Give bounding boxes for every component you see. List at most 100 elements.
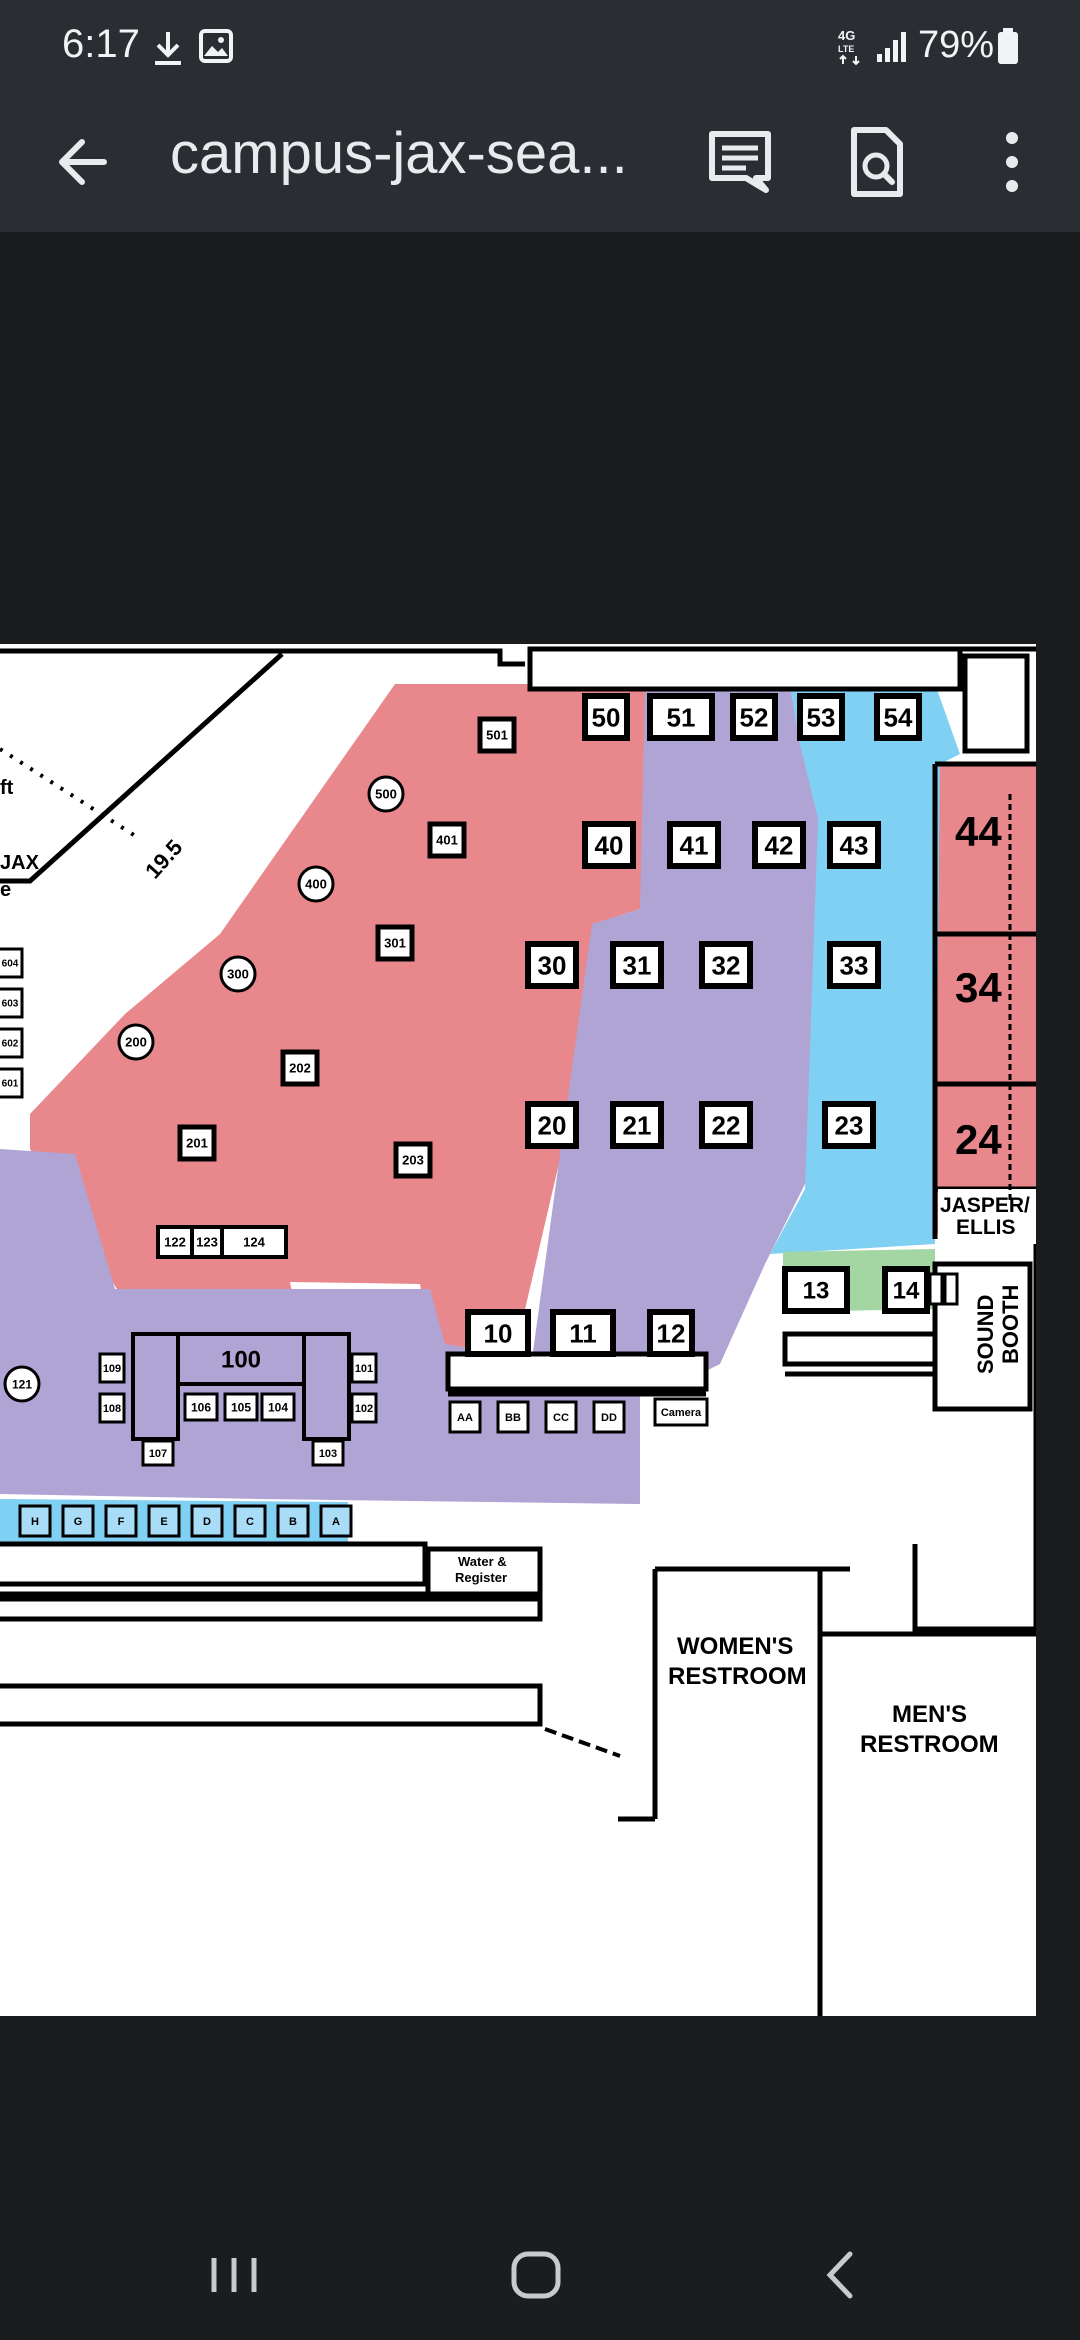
table-203[interactable]: 203 (402, 1153, 424, 1168)
network-4g-icon: 4G LTE (838, 28, 860, 66)
seat-c[interactable]: C (246, 1516, 254, 1528)
seat-d[interactable]: D (203, 1516, 211, 1528)
search-document-icon[interactable] (832, 118, 920, 206)
table-31[interactable]: 31 (623, 950, 652, 980)
table-33-box (827, 941, 881, 989)
table-11[interactable]: 11 (569, 1318, 597, 1348)
download-icon (155, 32, 181, 65)
table-50[interactable]: 50 (592, 702, 621, 732)
status-time: 6:17 (62, 22, 140, 66)
mens-restroom-line: RESTROOM (860, 1731, 999, 1758)
table-109[interactable]: 109 (103, 1363, 121, 1375)
table-107[interactable]: 107 (149, 1448, 167, 1460)
table-42[interactable]: 42 (765, 830, 794, 860)
table-101[interactable]: 101 (355, 1363, 373, 1375)
table-40[interactable]: 40 (595, 830, 624, 860)
table-53-box (797, 693, 845, 741)
table-604[interactable]: 604 (2, 959, 19, 970)
table-43-box (827, 821, 881, 869)
table-301[interactable]: 301 (384, 936, 406, 951)
seat-b[interactable]: B (289, 1516, 297, 1528)
table-52[interactable]: 52 (740, 702, 769, 732)
table-21[interactable]: 21 (623, 1110, 652, 1140)
table-13[interactable]: 13 (803, 1278, 830, 1305)
table-501[interactable]: 501 (486, 728, 508, 743)
seat-e[interactable]: E (160, 1516, 167, 1528)
walls (0, 646, 1039, 2016)
table-51-box (647, 693, 715, 741)
block-100-right-box (302, 1332, 351, 1441)
signal-icon (877, 32, 906, 62)
table-23[interactable]: 23 (835, 1110, 864, 1140)
back-arrow-icon[interactable] (48, 126, 120, 198)
table-601[interactable]: 601 (2, 1079, 19, 1090)
table-123[interactable]: 123 (196, 1235, 218, 1250)
table-500-circle (367, 775, 405, 813)
table-122[interactable]: 122 (164, 1235, 186, 1250)
back-icon[interactable] (800, 2240, 880, 2310)
recent-apps-icon[interactable] (194, 2240, 274, 2310)
table-103[interactable]: 103 (319, 1448, 337, 1460)
table-12[interactable]: 12 (657, 1318, 686, 1348)
table-603[interactable]: 603 (2, 999, 19, 1010)
table-24[interactable]: 24 (955, 1116, 1002, 1163)
table-107-box (141, 1439, 175, 1467)
seat-h[interactable]: H (31, 1516, 39, 1528)
mens-line: MEN'S (892, 1701, 967, 1728)
table-602[interactable]: 602 (2, 1039, 19, 1050)
right-column-labels: 44 34 24 (955, 794, 1012, 1204)
table-500[interactable]: 500 (375, 787, 397, 802)
comment-icon[interactable] (696, 118, 784, 206)
water-line: Water & (458, 1554, 507, 1569)
table-21-box (610, 1101, 664, 1149)
womens-restroom-line: RESTROOM (668, 1663, 807, 1690)
home-icon[interactable] (496, 2240, 576, 2310)
table-108[interactable]: 108 (103, 1403, 121, 1415)
seat-f-box (104, 1504, 138, 1538)
table-100[interactable]: 100 (221, 1347, 261, 1374)
table-202[interactable]: 202 (289, 1061, 311, 1076)
table-14-box (882, 1266, 930, 1314)
table-124[interactable]: 124 (243, 1235, 265, 1250)
table-10-box (465, 1309, 531, 1357)
table-44[interactable]: 44 (955, 808, 1002, 855)
camera-label[interactable]: Camera (661, 1407, 702, 1419)
table-105[interactable]: 105 (231, 1400, 251, 1414)
table-200[interactable]: 200 (125, 1035, 147, 1050)
table-121[interactable]: 121 (12, 1377, 32, 1391)
seat-cc[interactable]: CC (553, 1412, 569, 1424)
table-201[interactable]: 201 (186, 1136, 208, 1151)
table-20[interactable]: 20 (538, 1110, 567, 1140)
seat-aa[interactable]: AA (457, 1412, 473, 1424)
table-41[interactable]: 41 (680, 830, 709, 860)
table-34[interactable]: 34 (955, 964, 1002, 1011)
table-102[interactable]: 102 (355, 1403, 373, 1415)
table-401[interactable]: 401 (436, 833, 458, 848)
table-43[interactable]: 43 (840, 830, 869, 860)
table-33[interactable]: 33 (840, 950, 869, 980)
table-104[interactable]: 104 (268, 1400, 288, 1414)
table-10[interactable]: 10 (484, 1318, 513, 1348)
more-vert-icon[interactable] (968, 118, 1056, 206)
table-32[interactable]: 32 (712, 950, 741, 980)
seat-f[interactable]: F (118, 1516, 125, 1528)
table-400[interactable]: 400 (305, 877, 327, 892)
table-51[interactable]: 51 (667, 702, 696, 732)
seat-dd[interactable]: DD (601, 1412, 617, 1424)
camera-label-box (653, 1397, 709, 1427)
seat-bb-box (496, 1400, 530, 1434)
seat-g[interactable]: G (74, 1516, 83, 1528)
table-54[interactable]: 54 (884, 702, 913, 732)
seat-bb[interactable]: BB (505, 1412, 521, 1424)
table-53[interactable]: 53 (807, 702, 836, 732)
table-14[interactable]: 14 (893, 1278, 920, 1305)
seat-a[interactable]: A (332, 1516, 340, 1528)
table-30[interactable]: 30 (538, 950, 567, 980)
table-104-box (260, 1392, 296, 1422)
jasper-ellis-label: JASPER/ ELLIS (940, 1194, 1030, 1239)
table-300[interactable]: 300 (227, 967, 249, 982)
table-106[interactable]: 106 (191, 1400, 211, 1414)
table-22[interactable]: 22 (712, 1110, 741, 1140)
table-124-box (220, 1225, 288, 1259)
